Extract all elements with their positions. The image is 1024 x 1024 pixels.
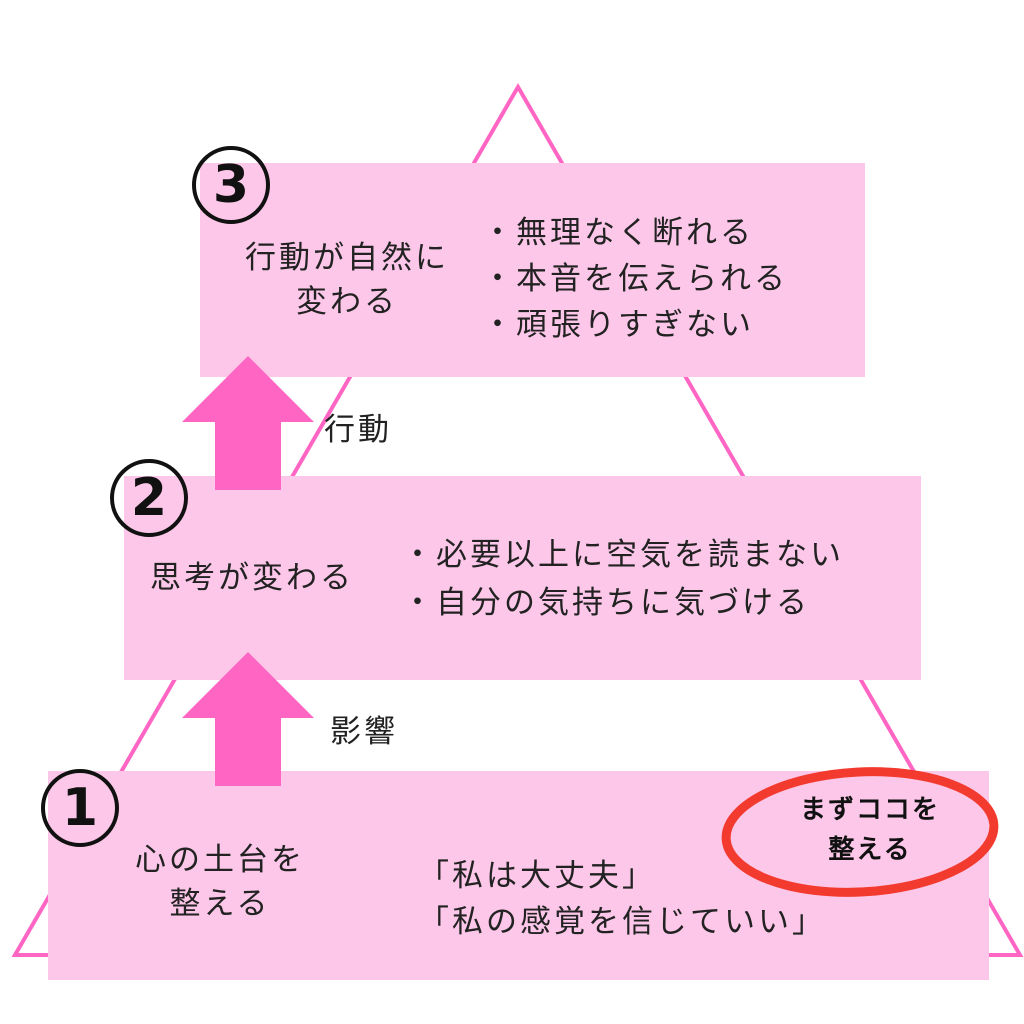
point: ・頑張りすぎない: [482, 307, 754, 343]
level-3-title: 行動が自然に 変わる: [222, 236, 472, 324]
point: ・無理なく断れる: [482, 215, 754, 251]
point: 「私の感覚を信じていい」: [418, 904, 826, 940]
level-3-box: [200, 163, 865, 377]
level-2-box: [124, 476, 921, 680]
arrow-label-action: 行動: [324, 412, 392, 448]
level-2-title: 思考が変わる: [150, 560, 354, 596]
highlight-line: 整える: [828, 835, 912, 865]
level-3-number: 3: [192, 146, 270, 224]
title-line: 行動が自然に: [245, 240, 449, 276]
level-1-points: 「私は大丈夫」 「私の感覚を信じていい」: [418, 853, 826, 945]
point: ・本音を伝えられる: [482, 261, 788, 297]
arrow-up-icon: [182, 652, 314, 786]
highlight-text: まずココを 整える: [760, 790, 980, 870]
title-line: 変わる: [296, 284, 398, 320]
level-2-points: ・必要以上に空気を読まない ・自分の気持ちに気づける: [402, 531, 844, 627]
point: ・必要以上に空気を読まない: [402, 537, 844, 573]
level-2-number: 2: [110, 459, 188, 537]
level-1-title: 心の土台を 整える: [110, 838, 330, 926]
title-line: 整える: [169, 886, 271, 922]
arrow-up-icon: [182, 356, 314, 490]
title-line: 心の土台を: [135, 842, 305, 878]
highlight-line: まずココを: [799, 795, 940, 825]
arrow-label-influence: 影響: [330, 714, 398, 750]
level-3-points: ・無理なく断れる ・本音を伝えられる ・頑張りすぎない: [482, 210, 788, 348]
level-1-number: 1: [41, 769, 119, 847]
level-1-box: [48, 771, 989, 980]
point: 「私は大丈夫」: [418, 858, 656, 894]
point: ・自分の気持ちに気づける: [402, 585, 810, 621]
